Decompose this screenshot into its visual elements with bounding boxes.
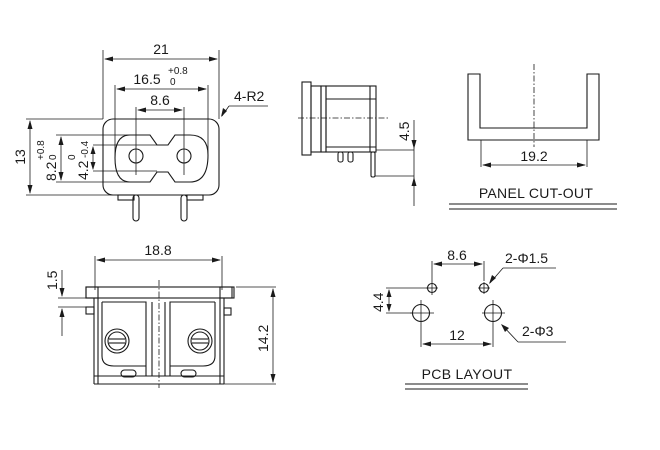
dim-width-inner-tol-minus: 0 bbox=[170, 77, 176, 88]
side-view: 4.5 bbox=[298, 81, 417, 206]
body-left-panel bbox=[101, 301, 147, 376]
dim-waist-tol-minus: -0.4 bbox=[80, 140, 91, 158]
dim-large-hole-pitch: 12 bbox=[449, 327, 465, 343]
bottom-view: 18.8 1.5 14.2 bbox=[44, 242, 276, 388]
dim-width-overall: 21 bbox=[153, 41, 169, 57]
panel-cutout: 19.2 PANEL CUT-OUT bbox=[449, 64, 617, 210]
dim-waist-height: 4.2 bbox=[75, 160, 91, 180]
large-hole-note: 2-Φ3 bbox=[522, 323, 554, 339]
dim-height-inner: 8.2 bbox=[43, 161, 59, 181]
panel-cutout-title: PANEL CUT-OUT bbox=[479, 185, 594, 201]
pin-tab-right bbox=[186, 194, 204, 201]
dim-row-offset: 4.4 bbox=[370, 292, 386, 312]
dim-pin-offset: 4.5 bbox=[396, 121, 412, 141]
pcb-layout-title: PCB LAYOUT bbox=[422, 366, 513, 382]
dim-height-inner-tol-plus: +0.8 bbox=[36, 140, 47, 160]
pin-right bbox=[180, 194, 188, 222]
slot-right bbox=[180, 369, 197, 378]
dim-small-hole-pitch: 8.6 bbox=[447, 247, 467, 263]
body-right-panel bbox=[169, 301, 216, 376]
dim-cutout-width: 19.2 bbox=[520, 148, 547, 164]
cutout-outline bbox=[467, 73, 600, 141]
dim-height-overall: 13 bbox=[12, 149, 28, 165]
corner-radius-note: 4-R2 bbox=[234, 88, 265, 104]
screw-left bbox=[104, 328, 130, 354]
slot-left bbox=[120, 369, 137, 378]
side-collar bbox=[310, 85, 322, 153]
pcb-layout: 8.6 2-Φ1.5 4.4 12 2-Φ3 PCB LAYOUT bbox=[370, 247, 566, 390]
pin-left bbox=[132, 194, 140, 222]
pin-tab-left bbox=[117, 194, 135, 201]
dim-height-inner-tol-minus: 0 bbox=[48, 154, 59, 160]
dim-body-height: 14.2 bbox=[255, 325, 271, 352]
dim-flange-thickness: 1.5 bbox=[44, 270, 60, 290]
side-flange bbox=[301, 81, 312, 156]
dim-pin-pitch: 8.6 bbox=[150, 92, 170, 108]
flange-bar bbox=[85, 286, 235, 299]
small-hole-note: 2-Φ1.5 bbox=[505, 250, 548, 266]
front-body-outline bbox=[102, 118, 220, 196]
side-body bbox=[325, 85, 377, 153]
screw-right bbox=[187, 328, 213, 354]
dim-width-inner: 16.5 bbox=[133, 71, 160, 87]
dim-width-inner-tol-plus: +0.8 bbox=[168, 66, 188, 77]
dim-waist-tol-plus: 0 bbox=[67, 154, 78, 160]
front-view: 21 16.5 +0.8 0 8.6 4-R2 13 bbox=[12, 41, 268, 222]
side-pin bbox=[370, 151, 376, 178]
dim-flange-width: 18.8 bbox=[144, 242, 171, 258]
